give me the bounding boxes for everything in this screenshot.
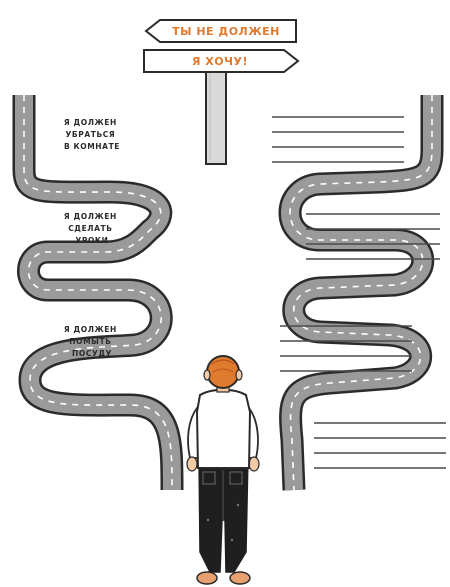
label-3-line-2: ПОМЫТЬ	[69, 337, 111, 346]
writing-lines-4	[314, 423, 446, 468]
label-2-line-1: Я ДОЛЖЕН	[64, 212, 117, 221]
boy-left-shoe	[197, 572, 217, 584]
left-label-2: Я ДОЛЖЕН СДЕЛАТЬ УРОКИ	[64, 212, 120, 245]
svg-text:Я ДОЛЖЕН СДЕЛАТЬ У: Я ДОЛЖЕН СДЕЛАТЬ УРОКИ	[64, 212, 120, 245]
writing-lines-1	[272, 117, 404, 162]
boy-shirt	[197, 390, 250, 468]
bottom-sign-text: Я ХОЧУ!	[192, 55, 248, 68]
label-1-line-3: В КОМНАТЕ	[64, 142, 120, 151]
label-3-line-1: Я ДОЛЖЕН	[64, 325, 117, 334]
boy-head	[207, 356, 239, 388]
signpost-pole	[206, 66, 226, 164]
boy-figure-icon	[187, 356, 259, 584]
boy-right-shoe	[230, 572, 250, 584]
svg-text:Я ДОЛЖЕН УБРАТЬСЯ: Я ДОЛЖЕН УБРАТЬСЯ В КОМНАТЕ	[64, 118, 120, 151]
label-1-line-2: УБРАТЬСЯ	[66, 130, 116, 139]
svg-text:Я ДОЛЖЕН ПОМЫТЬ ПО: Я ДОЛЖЕН ПОМЫТЬ ПОСУДУ	[64, 325, 120, 358]
label-2-line-2: СДЕЛАТЬ	[68, 224, 112, 233]
left-road	[24, 95, 172, 490]
right-road	[290, 95, 432, 490]
left-label-3: Я ДОЛЖЕН ПОМЫТЬ ПОСУДУ	[64, 325, 120, 358]
label-2-line-3: УРОКИ	[75, 236, 108, 245]
label-1-line-1: Я ДОЛЖЕН	[64, 118, 117, 127]
signpost-icon: ТЫ НЕ ДОЛЖЕН Я ХОЧУ!	[144, 20, 298, 164]
left-label-1: Я ДОЛЖЕН УБРАТЬСЯ В КОМНАТЕ	[64, 118, 120, 151]
top-sign-text: ТЫ НЕ ДОЛЖЕН	[172, 25, 280, 38]
label-3-line-3: ПОСУДУ	[72, 349, 112, 358]
